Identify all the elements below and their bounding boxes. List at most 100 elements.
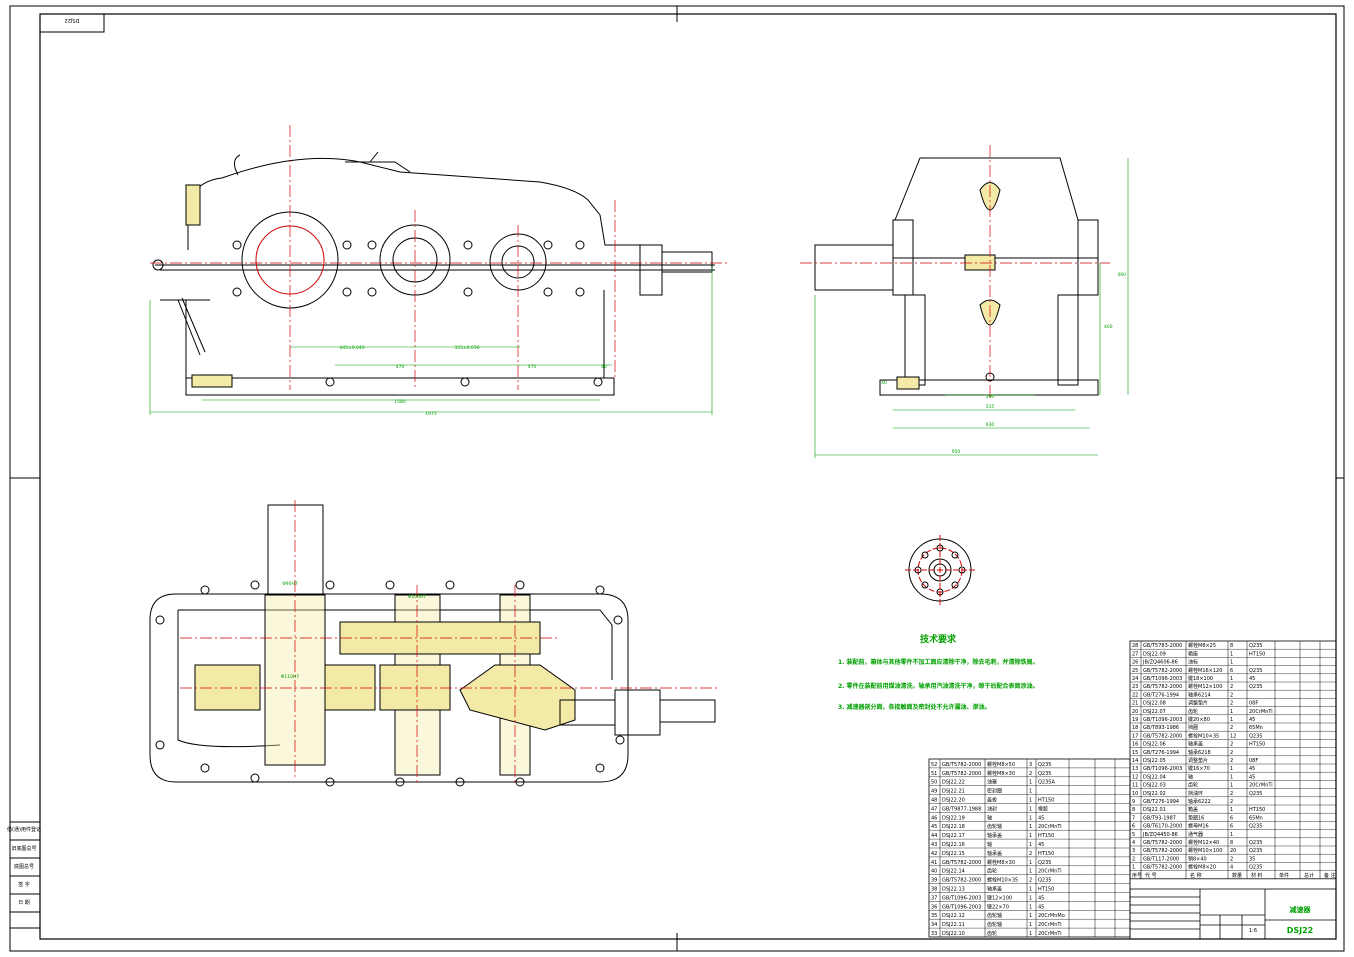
part-cell-qty: 2 xyxy=(1230,856,1233,862)
part-cell-name: 轴承盖 xyxy=(987,850,1002,857)
tech-requirement-item: 1. 装配前，箱体与其他零件不加工面应清除干净，除去毛刺，并清除铁屑。 xyxy=(838,658,1039,666)
dim-overall-length: 1975 xyxy=(425,411,437,417)
part-cell-code: DSJ22.11 xyxy=(942,922,965,928)
dim-side-460: 460 xyxy=(1117,272,1126,278)
part-cell-mat: 20CrMnTi xyxy=(1038,931,1062,937)
part-cell-code: DSJ22.12 xyxy=(942,913,965,919)
part-cell-name: 油标 xyxy=(1188,659,1198,666)
part-cell-no: 7 xyxy=(1132,815,1135,821)
part-cell-mat: HT150 xyxy=(1038,798,1054,804)
part-cell-mat: Q235 xyxy=(1249,791,1262,797)
part-cell-mat: 20CrMnMo xyxy=(1038,913,1065,919)
tech-requirement-item: 2. 零件在装配前用煤油清洗，轴承用汽油清洗干净，晾干后配合表面涂油。 xyxy=(838,682,1039,690)
part-header-cell: 名 称 xyxy=(1190,872,1202,879)
part-header-cell: 代 号 xyxy=(1145,872,1157,879)
part-cell-qty: 1 xyxy=(1230,832,1233,838)
sidebar-label: 借(通)用件登记 xyxy=(7,826,41,833)
part-cell-mat: 35 xyxy=(1249,856,1255,862)
part-cell-qty: 1 xyxy=(1029,780,1032,786)
part-cell-qty: 2 xyxy=(1029,771,1032,777)
part-cell-qty: 1 xyxy=(1230,766,1233,772)
part-cell-name: 螺栓M10×100 xyxy=(1188,847,1222,854)
part-cell-mat: Q235 xyxy=(1038,878,1051,884)
part-cell-code: GB/T1096-2003 xyxy=(1143,717,1182,723)
part-cell-mat: Q235 xyxy=(1249,840,1262,846)
dim-side-400: 400 xyxy=(1104,324,1113,330)
part-cell-name: 螺栓M16×120 xyxy=(1188,667,1222,674)
part-cell-no: 15 xyxy=(1132,750,1138,756)
part-cell-code: DSJ22.08 xyxy=(1143,701,1166,707)
part-cell-qty: 1 xyxy=(1230,676,1233,682)
part-cell-code: GB/T5783-2000 xyxy=(1143,643,1182,649)
title-block xyxy=(1129,888,1337,940)
part-cell-name: 键22×70 xyxy=(987,903,1009,910)
part-cell-name: 调整垫片 xyxy=(1188,700,1208,707)
part-cell-no: 20 xyxy=(1132,709,1138,715)
part-cell-qty: 1 xyxy=(1230,660,1233,666)
part-cell-code: DSJ22.22 xyxy=(942,780,965,786)
breather xyxy=(345,151,411,173)
part-cell-qty: 8 xyxy=(1230,840,1233,846)
part-cell-code: GB/T5782-2000 xyxy=(942,771,981,777)
part-cell-no: 50 xyxy=(931,780,937,786)
part-cell-mat: 橡胶 xyxy=(1038,805,1048,812)
part-cell-name: 挡圈 xyxy=(1188,724,1198,731)
part-cell-name: 螺母M16 xyxy=(1188,823,1209,830)
part-cell-code: DSJ22.07 xyxy=(1143,709,1166,715)
plan-view xyxy=(149,504,716,783)
part-cell-qty: 1 xyxy=(1029,806,1032,812)
part-cell-code: GB/T6170-2000 xyxy=(1143,824,1182,830)
part-cell-name: 轴承6214 xyxy=(1188,691,1211,698)
part-cell-qty: 2 xyxy=(1230,750,1233,756)
left-sidebar: 借(通)用件登记 旧底图总号 底图总号 签 字 日 期 xyxy=(7,821,41,929)
part-cell-qty: 1 xyxy=(1029,922,1032,928)
part-cell-mat: HT150 xyxy=(1249,651,1265,657)
part-header-cell: 总计 xyxy=(1304,872,1314,879)
part-cell-qty: 1 xyxy=(1029,913,1032,919)
part-cell-qty: 1 xyxy=(1230,783,1233,789)
part-cell-mat: Q235 xyxy=(1249,733,1262,739)
part-cell-qty: 1 xyxy=(1029,815,1032,821)
part-cell-no: 5 xyxy=(1132,832,1135,838)
part-cell-qty: 8 xyxy=(1230,643,1233,649)
part-cell-name: 轴承6222 xyxy=(1188,798,1211,805)
part-cell-no: 47 xyxy=(931,806,937,812)
part-cell-no: 26 xyxy=(1132,660,1138,666)
part-cell-name: 箱座 xyxy=(1188,650,1198,657)
sheet-inner-border xyxy=(39,13,1337,940)
part-cell-qty: 1 xyxy=(1029,798,1032,804)
part-cell-name: 螺栓M8×20 xyxy=(1188,864,1216,871)
part-cell-name: 轴承6218 xyxy=(1188,749,1211,756)
part-cell-code: DSJ22.15 xyxy=(942,851,965,857)
part-cell-qty: 2 xyxy=(1230,701,1233,707)
dim-foot-470-b: 470 xyxy=(528,364,537,370)
part-cell-no: 1 xyxy=(1132,865,1135,871)
part-cell-no: 14 xyxy=(1132,758,1138,764)
part-cell-name: 螺栓M12×40 xyxy=(1188,839,1219,846)
plan-view-bolts xyxy=(155,580,625,787)
part-cell-code: DSJ22.17 xyxy=(942,833,965,839)
part-cell-qty: 3 xyxy=(1029,762,1032,768)
part-cell-qty: 1 xyxy=(1029,833,1032,839)
part-cell-no: 24 xyxy=(1132,676,1138,682)
title-block-name: 减速器 xyxy=(1290,905,1312,914)
part-cell-name: 箱盖 xyxy=(1188,806,1198,813)
part-cell-code: GB/T5782-2000 xyxy=(1143,668,1182,674)
part-cell-code: DSJ22.09 xyxy=(1143,651,1166,657)
part-cell-no: 35 xyxy=(931,913,937,919)
part-cell-no: 8 xyxy=(1132,807,1135,813)
part-cell-code: DSJ22.05 xyxy=(1143,758,1166,764)
front-view-bolts xyxy=(152,240,603,387)
dim-side-950: 950 xyxy=(952,449,961,455)
part-cell-code: GB/T276-1994 xyxy=(1143,799,1179,805)
part-cell-mat: 45 xyxy=(1038,895,1044,901)
part-cell-qty: 2 xyxy=(1029,851,1032,857)
part-cell-code: DSJ22.21 xyxy=(942,789,965,795)
part-cell-name: 轴 xyxy=(1188,773,1193,780)
part-cell-mat: 20CrMnTi xyxy=(1038,824,1062,830)
part-cell-mat: 65Mn xyxy=(1249,725,1263,731)
part-cell-no: 36 xyxy=(931,904,937,910)
part-cell-no: 21 xyxy=(1132,701,1138,707)
part-cell-name: 螺栓M8×25 xyxy=(1188,642,1216,649)
